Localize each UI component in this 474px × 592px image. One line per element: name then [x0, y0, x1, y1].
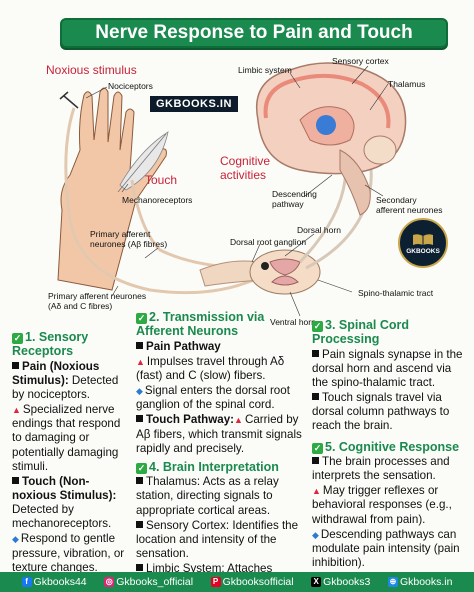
gkbooks-logo: GKBOOKS — [398, 218, 448, 268]
section-heading: ✓5. Cognitive Response — [312, 439, 460, 454]
diamond-bullet-icon: ◆ — [136, 386, 143, 397]
square-bullet-icon — [136, 477, 143, 485]
watermark: GKBOOKS.IN — [150, 96, 238, 112]
triangle-bullet-icon: ▲ — [312, 486, 321, 497]
brain-illustration — [256, 62, 407, 216]
book-icon — [413, 233, 433, 245]
label-spino-thalamic-tract: Spino-thalamic tract — [358, 288, 434, 298]
section-sensory-receptors: ✓1. Sensory Receptors Pain (Noxious Stim… — [12, 330, 130, 575]
check-icon: ✓ — [136, 462, 147, 474]
label-primary-afferent-ab: Primary afferent neurones (Aβ fibres) — [90, 229, 168, 249]
section-heading: ✓1. Sensory Receptors — [12, 330, 89, 359]
label-limbic-system: Limbic system — [238, 65, 292, 75]
check-icon: ✓ — [136, 313, 147, 324]
label-dorsal-horn: Dorsal horn — [297, 225, 341, 235]
square-bullet-icon — [312, 393, 319, 401]
label-touch: Touch — [145, 173, 178, 187]
check-icon: ✓ — [12, 333, 23, 344]
label-descending-pathway: Descending pathway — [272, 189, 317, 209]
x-icon: X — [311, 577, 322, 587]
section-heading: ✓3. Spinal Cord Processing — [312, 318, 410, 347]
logo-text: GKBOOKS — [406, 247, 440, 255]
triangle-bullet-icon: ▲ — [12, 405, 21, 416]
section-heading: ✓4. Brain Interpretation — [136, 459, 279, 474]
label-dorsal-root-ganglion: Dorsal root ganglion — [230, 237, 307, 247]
square-bullet-icon — [12, 361, 19, 369]
globe-icon: ⊕ — [387, 577, 398, 587]
label-noxious-stimulus: Noxious stimulus — [46, 63, 137, 77]
section-heading: ✓2. Transmission via Afferent Neurons — [136, 310, 265, 339]
feather-illustration — [117, 131, 169, 193]
label-mechanoreceptors: Mechanoreceptors — [122, 195, 193, 205]
facebook-icon: f — [21, 577, 32, 587]
label-ventral-horn: Ventral horn — [270, 317, 316, 327]
instagram-icon: ◎ — [104, 577, 115, 587]
square-bullet-icon — [136, 341, 143, 349]
section-transmission: ✓2. Transmission via Afferent Neurons Pa… — [136, 310, 306, 590]
square-bullet-icon — [136, 415, 143, 423]
pinterest-icon: P — [210, 577, 221, 587]
section-spinal-cord: ✓3. Spinal Cord Processing Pain signals … — [312, 318, 470, 570]
check-icon: ✓ — [312, 321, 323, 332]
triangle-bullet-icon: ▲ — [136, 356, 145, 367]
pin-illustration — [59, 91, 79, 109]
label-cognitive-activities: Cognitive activities — [220, 154, 271, 183]
spinal-cord-illustration — [199, 249, 321, 295]
square-bullet-icon — [312, 349, 319, 357]
triangle-bullet-icon: ▲ — [234, 415, 243, 426]
check-icon: ✓ — [312, 442, 323, 454]
square-bullet-icon — [136, 520, 143, 528]
square-bullet-icon — [312, 456, 319, 464]
label-sensory-cortex: Sensory cortex — [332, 56, 389, 66]
label-primary-afferent-ad: Primary afferent neurones (Aδ and C fibr… — [48, 291, 147, 311]
footer-instagram[interactable]: ◎Gkbooks_official — [104, 576, 194, 588]
nerve-diagram — [57, 62, 407, 317]
label-nociceptors: Nociceptors — [108, 81, 153, 91]
square-bullet-icon — [12, 476, 19, 484]
diamond-bullet-icon: ◆ — [12, 534, 19, 545]
page-title: Nerve Response to Pain and Touch — [60, 18, 448, 48]
label-thalamus: Thalamus — [388, 79, 426, 89]
footer-website[interactable]: ⊕Gkbooks.in — [387, 576, 453, 588]
label-secondary-afferent: Secondary afferent neurones — [376, 195, 443, 215]
diamond-bullet-icon: ◆ — [312, 529, 319, 540]
hand-illustration — [57, 87, 167, 291]
square-bullet-icon — [136, 564, 143, 572]
